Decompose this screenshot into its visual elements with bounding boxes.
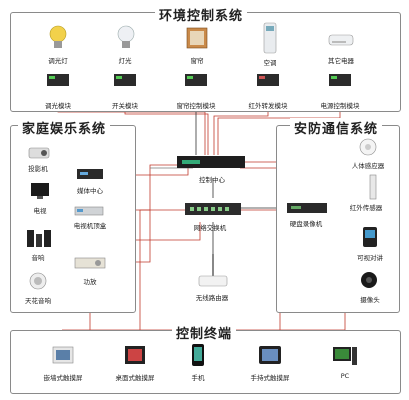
dimmer-light-bulb-icon xyxy=(49,25,67,48)
wall-touchscreen-icon xyxy=(52,346,74,364)
env-module-label: 窗帘控制模块 xyxy=(176,102,216,110)
env-device-label: 空调 xyxy=(263,59,277,67)
ceiling-speaker-icon xyxy=(29,272,47,290)
terminal-label: 桌面式触摸屏 xyxy=(115,374,155,382)
sec-device-label: 红外传感器 xyxy=(349,204,383,212)
env-module-label: 开关模块 xyxy=(112,102,138,110)
ent-device-label: 音响 xyxy=(31,254,45,262)
env-device-label: 灯光 xyxy=(118,57,132,65)
handheld-touchscreen-icon xyxy=(259,346,281,364)
curtain-icon xyxy=(186,27,208,49)
ent-controller-label: 电视机顶盒 xyxy=(73,222,107,230)
motion-sensor-icon xyxy=(359,138,377,156)
terminal-label: 嵌墙式触摸屏 xyxy=(43,374,83,382)
terminal-label: 手机 xyxy=(191,374,205,382)
network-switch-label: 网络交换机 xyxy=(193,224,227,232)
appliance-icon xyxy=(328,34,354,46)
air-conditioner-icon xyxy=(263,22,277,54)
env-device-label: 窗帘 xyxy=(190,57,204,65)
terminal-label: 手持式触摸屏 xyxy=(250,374,290,382)
sec-device-label: 摄像头 xyxy=(360,296,380,304)
env-device-label: 调光灯 xyxy=(48,57,68,65)
env-module-label: 调光模块 xyxy=(45,102,71,110)
sec-device-label: 硬盘录像机 xyxy=(289,220,323,228)
dimmer-module-icon xyxy=(47,74,69,86)
ent-device-label: 天花音响 xyxy=(25,297,51,305)
set-top-box-icon xyxy=(74,206,104,216)
ent-device-label: 投影机 xyxy=(28,165,48,173)
mobile-phone-icon xyxy=(192,344,204,366)
sec-device-label: 可视对讲 xyxy=(357,254,383,262)
env-section-title: 环境控制系统 xyxy=(155,5,248,24)
ent-controller-label: 功放 xyxy=(83,278,97,286)
camera-icon xyxy=(361,272,377,288)
light-bulb-icon xyxy=(117,25,135,48)
speaker-icon xyxy=(27,230,51,247)
pc-icon xyxy=(333,347,357,365)
terminal-label: PC xyxy=(340,372,350,380)
security-section-title: 安防通信系统 xyxy=(290,118,383,137)
power-module-icon xyxy=(329,74,351,86)
wireless-router-icon xyxy=(198,254,228,287)
env-device-label: 其它电器 xyxy=(328,57,354,65)
amplifier-icon xyxy=(74,257,106,269)
ir-module-icon xyxy=(257,74,279,86)
desktop-touchscreen-icon xyxy=(125,346,145,364)
tv-icon xyxy=(31,183,49,199)
security-section xyxy=(276,125,400,313)
env-module-label: 红外转发模块 xyxy=(248,102,288,110)
projector-icon xyxy=(28,147,50,159)
env-module-label: 电源控制模块 xyxy=(320,102,360,110)
infrared-sensor-icon xyxy=(369,174,377,200)
network-switch-icon xyxy=(185,203,241,215)
wireless-router-label: 无线路由器 xyxy=(195,294,229,302)
terminal-section-title: 控制终端 xyxy=(172,323,237,342)
sec-device-label: 人体感应器 xyxy=(351,162,385,170)
curtain-module-icon xyxy=(185,74,207,86)
video-intercom-icon xyxy=(363,227,377,247)
ent-controller-label: 媒体中心 xyxy=(77,187,103,195)
dvr-icon xyxy=(287,203,327,213)
switch-module-icon xyxy=(114,74,136,86)
media-center-icon xyxy=(77,169,103,179)
control-center-device-icon xyxy=(177,156,245,168)
ent-device-label: 电视 xyxy=(33,207,47,215)
control-center-label: 控制中心 xyxy=(199,176,225,184)
entertainment-section-title: 家庭娱乐系统 xyxy=(18,118,111,137)
